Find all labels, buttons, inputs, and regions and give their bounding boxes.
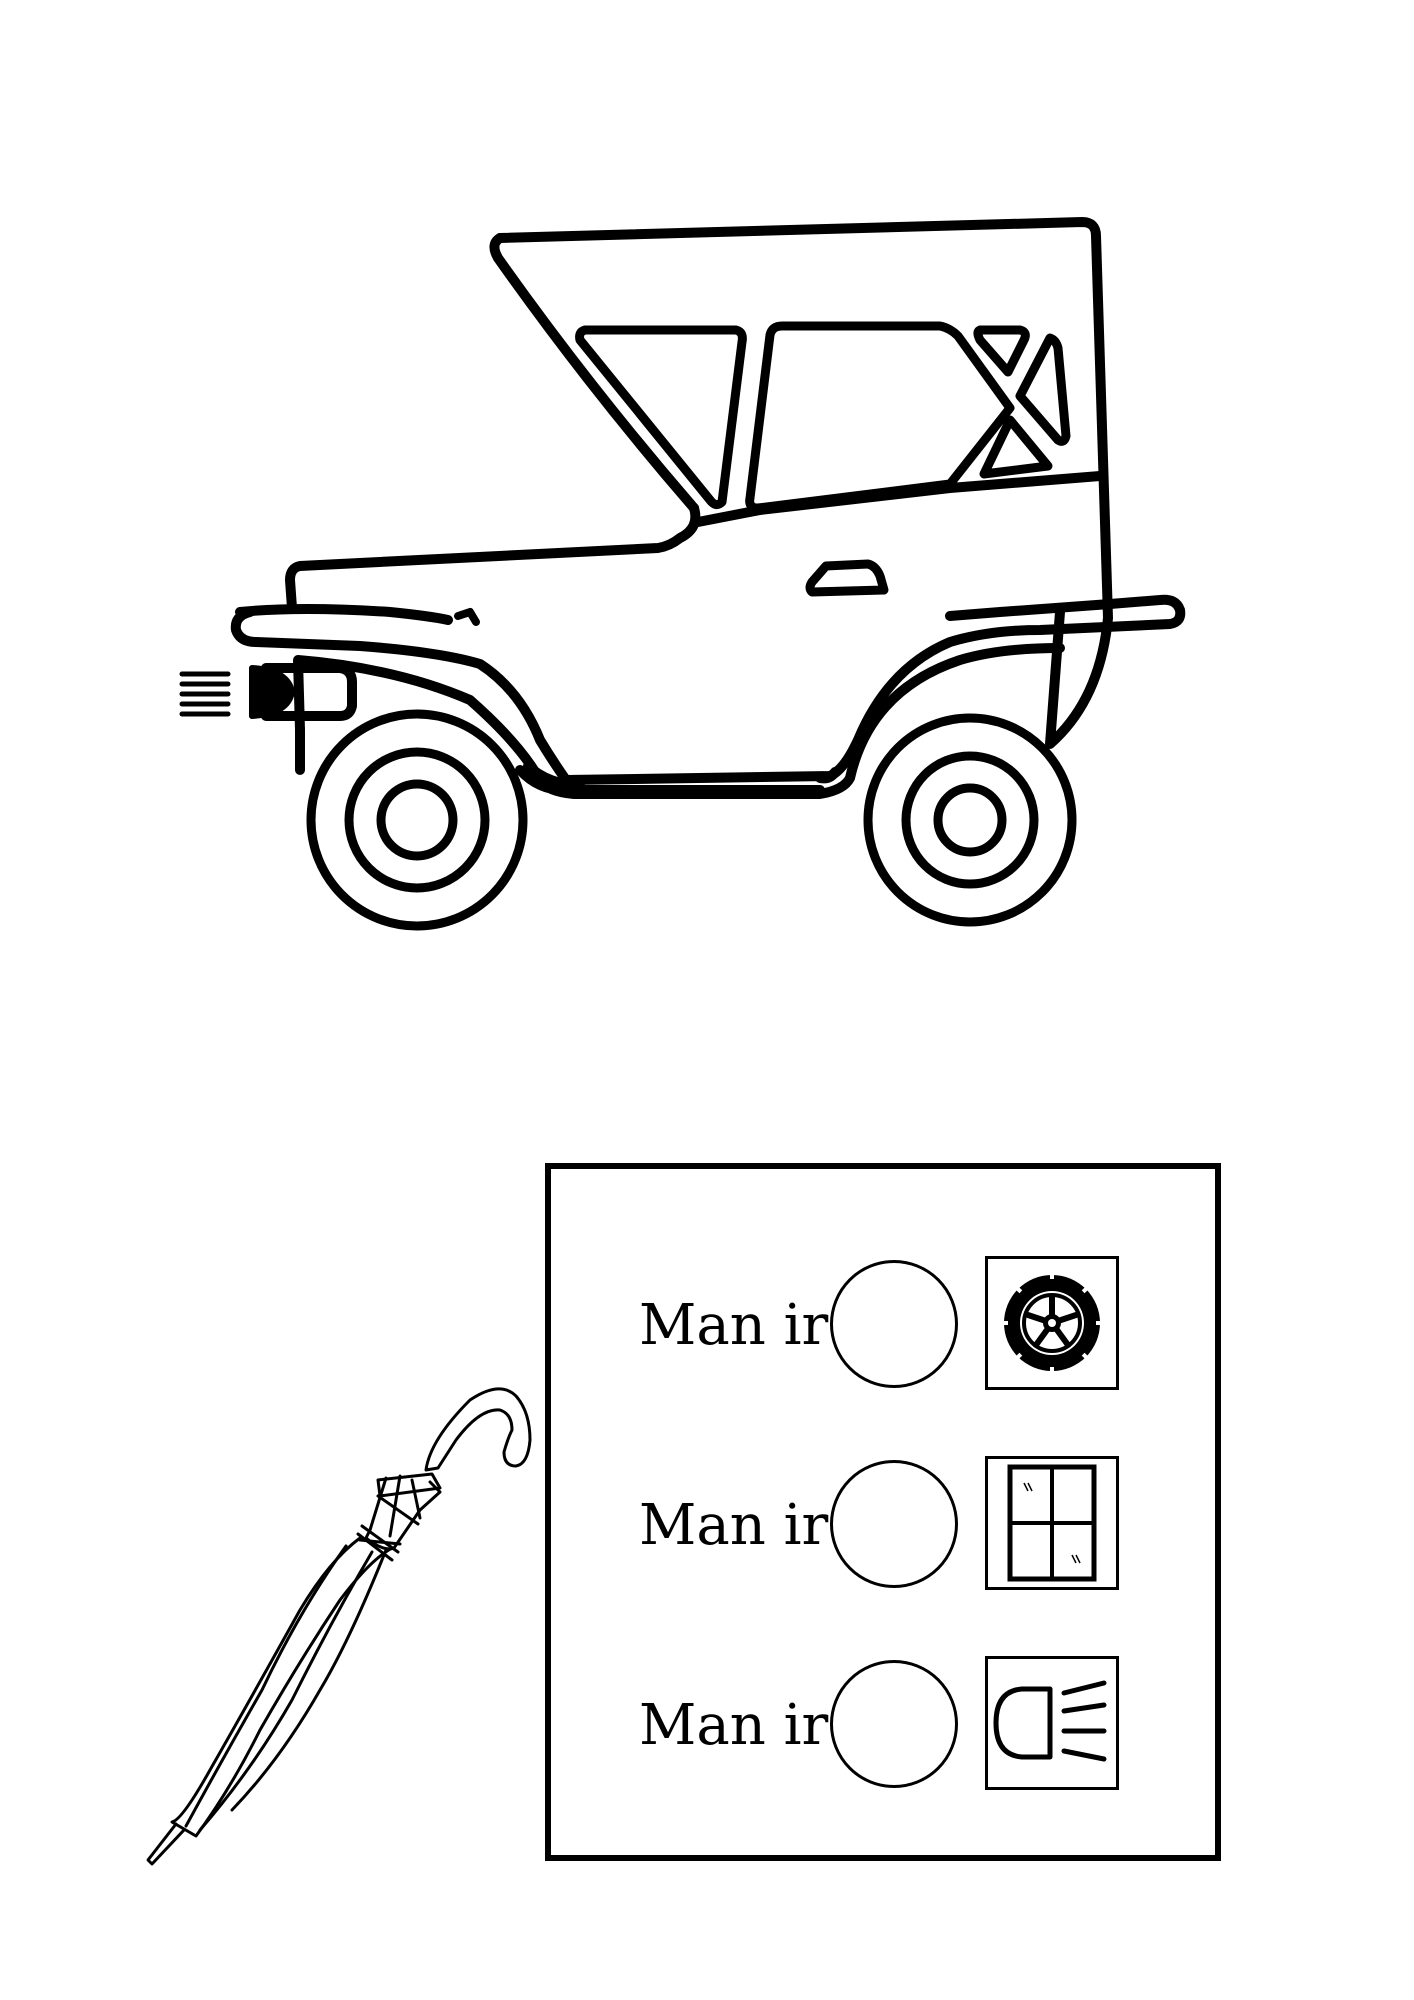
umbrella-canopy-fold-1 <box>184 1544 348 1828</box>
jeep-headlight <box>261 663 357 721</box>
jeep-window-x-top <box>973 325 1030 377</box>
row-label: Man ir <box>639 1293 829 1358</box>
jeep-front-wheel <box>306 709 528 931</box>
row-label: Man ir <box>639 1693 829 1758</box>
headlight-icon <box>993 1680 1107 1762</box>
umbrella-canopy-fold-2 <box>198 1550 374 1832</box>
umbrella-collar <box>376 1472 442 1498</box>
jeep-window-middle <box>745 321 1015 513</box>
jeep-headlight-lens <box>249 665 295 719</box>
jeep-light-beams <box>179 671 231 717</box>
row-label: Man ir <box>639 1493 829 1558</box>
checklist-row-headlight: Man ir <box>551 1654 1215 1794</box>
jeep-hood-vent <box>454 608 480 626</box>
checklist-panel: Man ir <box>545 1163 1221 1861</box>
jeep-belt-line <box>693 471 1105 527</box>
umbrella-canopy <box>170 1536 394 1838</box>
headlight-icon-box <box>985 1656 1119 1790</box>
jeep-body-top <box>285 503 701 613</box>
headlight-answer-circle[interactable] <box>830 1660 958 1788</box>
window-icon-box <box>985 1456 1119 1590</box>
wheel-icon <box>1000 1271 1104 1375</box>
jeep-door-handle <box>805 559 889 597</box>
jeep-canopy-front <box>489 233 699 513</box>
umbrella-canopy-fold-3 <box>230 1548 388 1812</box>
umbrella-top-folds <box>358 1474 442 1551</box>
jeep-window-front <box>575 325 747 510</box>
jeep-wheel-arch-rear <box>815 767 840 784</box>
window-answer-circle[interactable] <box>830 1460 958 1588</box>
wheel-answer-circle[interactable] <box>830 1260 958 1388</box>
jeep-window-x-right <box>1015 333 1071 446</box>
checklist-row-window: Man ir <box>551 1454 1215 1594</box>
window-icon <box>1007 1464 1097 1582</box>
jeep-illustration <box>179 217 1186 931</box>
checklist-row-wheel: Man ir <box>551 1254 1215 1394</box>
jeep-hood <box>235 604 453 625</box>
jeep-window-x-bottom <box>979 415 1053 479</box>
jeep-rear-wheel <box>863 713 1077 927</box>
jeep-lower-trim <box>515 765 825 796</box>
wheel-icon-box <box>985 1256 1119 1390</box>
umbrella-tip <box>146 1822 186 1866</box>
umbrella-handle <box>424 1387 532 1472</box>
